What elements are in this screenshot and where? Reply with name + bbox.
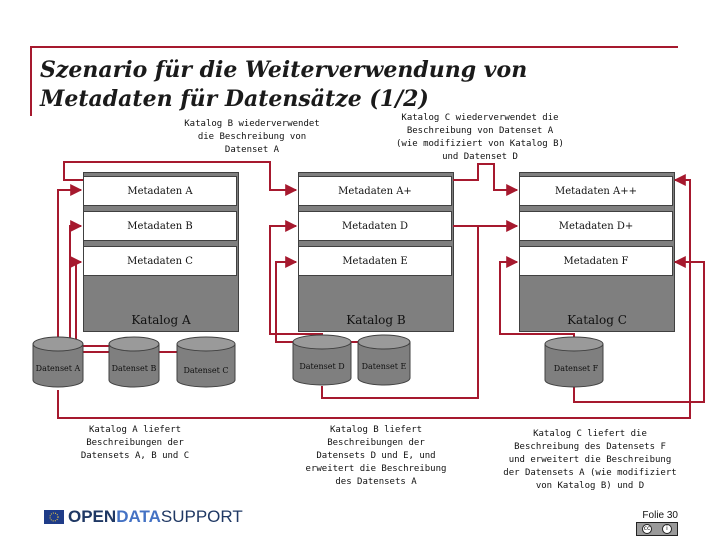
annotation-catalog-b-reuse: Katalog B wiederverwendet die Beschreibu… <box>160 118 344 157</box>
annotation-catalog-a-provides: Katalog A liefert Beschreibungen der Dat… <box>66 424 204 463</box>
metadata-a: Metadaten A <box>83 176 237 206</box>
open-data-support-logo: OPEN DATA SUPPORT <box>44 506 243 528</box>
dataset-b-label: Datenset B <box>112 364 157 373</box>
annotation-line: Datensets D und E, und <box>316 451 436 461</box>
metadata-a-plus-plus: Metadaten A++ <box>519 176 673 206</box>
annotation-line: des Datensets A <box>335 477 417 487</box>
annotation-line: von Katalog B) und D <box>535 481 645 491</box>
title-frame-left <box>30 46 32 116</box>
dataset-e-label: Datenset E <box>362 362 407 371</box>
catalog-b-label: Katalog B <box>346 313 406 327</box>
dataset-c-cylinder <box>176 336 236 388</box>
dataset-c-label: Datenset C <box>183 366 228 375</box>
metadata-d-plus: Metadaten D+ <box>519 211 673 241</box>
logo-part-data: DATA <box>116 507 161 526</box>
connector-a-to-b <box>63 161 298 196</box>
dataset-d-cylinder <box>292 334 352 386</box>
creative-commons-badge: cc i <box>636 522 678 536</box>
annotation-line: Beschreibung des Datensets F <box>514 442 666 452</box>
annotation-line: und Datenset D <box>442 152 518 162</box>
catalog-c-label: Katalog C <box>567 313 627 327</box>
title-line-1: Szenario für die Weiterverwendung von <box>40 57 528 83</box>
connector-datenset-f <box>573 256 705 403</box>
annotation-line: Beschreibungen der <box>86 438 184 448</box>
slide-number: Folie 30 <box>642 510 678 521</box>
slide-title: Szenario für die Weiterverwendung von Me… <box>40 56 680 114</box>
annotation-line: Datenset A <box>224 145 280 155</box>
annotation-line: erweitert die Beschreibung <box>305 464 447 474</box>
dataset-f-label: Datenset F <box>554 364 599 373</box>
logo-part-open: OPEN <box>68 507 117 526</box>
annotation-line: Katalog C liefert die <box>533 429 647 439</box>
annotation-catalog-c-provides: Katalog C liefert die Beschreibung des D… <box>500 428 680 493</box>
dataset-b-cylinder <box>108 336 160 388</box>
connector-datenset-a <box>57 174 691 419</box>
connector-a-left <box>57 184 83 338</box>
dataset-a-cylinder <box>32 336 84 388</box>
eu-flag-icon <box>44 510 64 524</box>
connector-b-to-c <box>453 163 519 196</box>
annotation-line: und erweitert die Beschreibung <box>508 455 672 465</box>
metadata-d: Metadaten D <box>298 211 452 241</box>
title-frame-top <box>30 46 678 48</box>
annotation-line: Katalog B wiederverwendet <box>184 119 320 129</box>
connector-f-to-c <box>499 256 575 338</box>
dataset-e-cylinder <box>357 334 411 386</box>
metadata-f: Metadaten F <box>519 246 673 276</box>
annotation-line: Katalog A liefert <box>88 425 182 435</box>
metadata-a-plus: Metadaten A+ <box>298 176 452 206</box>
cc-icon: cc <box>642 524 652 534</box>
dataset-f-cylinder <box>544 336 604 388</box>
annotation-line: Beschreibung von Datenset A <box>406 126 554 136</box>
annotation-line: Beschreibungen der <box>327 438 425 448</box>
title-line-2: Metadaten für Datensätze (1/2) <box>40 86 429 112</box>
metadata-c: Metadaten C <box>83 246 237 276</box>
connector-b-left <box>69 220 135 347</box>
annotation-line: der Datensets A (wie modifiziert <box>503 468 677 478</box>
annotation-catalog-b-provides: Katalog B liefert Beschreibungen der Dat… <box>296 424 456 489</box>
connector-d-to-b <box>269 220 323 338</box>
catalog-a-label: Katalog A <box>131 313 191 327</box>
annotation-line: (wie modifiziert von Katalog B) <box>396 139 564 149</box>
metadata-b: Metadaten B <box>83 211 237 241</box>
dataset-cylinders <box>32 334 604 388</box>
connector-datenset-d <box>321 225 517 399</box>
dataset-d-label: Datenset D <box>299 362 344 371</box>
annotation-line: Katalog B liefert <box>329 425 423 435</box>
annotation-line: Katalog C wiederverwendet die <box>401 113 559 123</box>
logo-part-support: SUPPORT <box>160 507 243 526</box>
dataset-a-label: Datenset A <box>36 364 81 373</box>
annotation-catalog-c-reuse: Katalog C wiederverwendet die Beschreibu… <box>380 112 580 164</box>
metadata-e: Metadaten E <box>298 246 452 276</box>
by-icon: i <box>662 524 672 534</box>
annotation-line: Datensets A, B und C <box>80 451 190 461</box>
annotation-line: die Beschreibung von <box>197 132 307 142</box>
